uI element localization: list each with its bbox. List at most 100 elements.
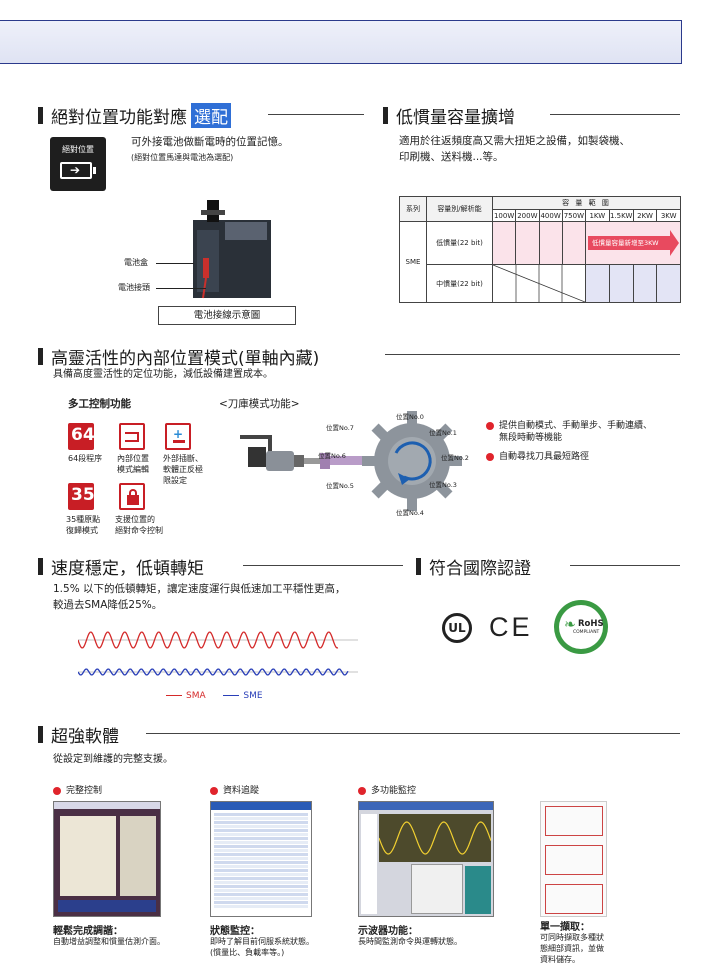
monitor-row [214, 869, 308, 872]
icon-label: 支援位置的 [115, 515, 155, 524]
monitor-row [214, 821, 308, 824]
inertia-desc-2: 印刷機、送料機...等。 [399, 151, 504, 163]
divider [385, 354, 680, 355]
monitor-row [214, 897, 308, 900]
software-head-3: 多功能監控 [358, 785, 416, 797]
th-series: 系列 [399, 196, 427, 222]
leaf-icon: ❧ [564, 617, 576, 633]
monitor-row [214, 829, 308, 832]
inertia-desc-1: 適用於往返頻度高又需大扭矩之設備，如製袋機、 [399, 135, 630, 147]
monitor-row [214, 865, 308, 868]
rohs-logo: ❧ RoHS COMPLIANT [554, 600, 608, 654]
icon-label: 絕對命令控制 [115, 526, 163, 535]
feature-bullet-1: 提供自動模式、手動單步、手動連續、無段時動等機能 [486, 420, 652, 444]
option-badge: 選配 [191, 103, 231, 128]
tuning-title: 輕鬆完成調諧： [53, 926, 123, 937]
scope-trace [379, 821, 491, 855]
divider [570, 565, 680, 566]
monitor-row [214, 881, 308, 884]
monitor-row [214, 889, 308, 892]
ce-logo: CE [489, 612, 533, 642]
monitor-desc-1: 即時了解目前伺服系統狀態。 [210, 937, 314, 946]
monitor-row [214, 837, 308, 840]
internal-desc: 具備高度靈活性的定位功能，減低設備建置成本。 [53, 369, 273, 380]
abs-note: (絕對位置馬達與電池為選配) [131, 153, 234, 162]
software-head-1: 完整控制 [53, 785, 102, 797]
expansion-arrow-cell: 低慣量容量新增至3KW [585, 221, 681, 265]
top-banner [0, 20, 682, 64]
th-capacity: 容量別/解析能 [426, 196, 493, 222]
row-low-inertia: 低慣量(22 bit) [426, 221, 493, 265]
divider [268, 114, 364, 115]
capacity-col: 1KW [585, 209, 610, 222]
expansion-arrow [588, 230, 679, 256]
caption-battery-diagram: 電池接線示意圖 [158, 306, 296, 325]
oscilloscope-screenshot [358, 801, 494, 917]
turret-diagram [240, 411, 462, 511]
monitor-row [214, 849, 308, 852]
capacity-col: 400W [538, 209, 563, 222]
section-title-absolute: 絕對位置功能對應選配 [38, 103, 231, 128]
icon-label: 軟體正反極 [163, 465, 203, 474]
monitor-row [214, 853, 308, 856]
cogging-waveform [78, 631, 358, 676]
icon-label: 內部位置 [117, 454, 149, 463]
capture-screenshot [540, 801, 607, 917]
speed-desc-2: 較過去SMA降低25%。 [53, 599, 163, 611]
pos-label-2: 位置No.2 [441, 454, 469, 462]
speed-desc-1: 1.5% 以下的低頓轉矩，讓定速度運行與低速加工平穩性更高， [53, 583, 346, 595]
monitor-row [214, 885, 308, 888]
monitor-row [214, 817, 308, 820]
homing-35-icon: 35 [68, 483, 95, 510]
monitor-row [214, 861, 308, 864]
th-range: 容 量 範 圍 [492, 196, 681, 210]
tuning-screenshot [53, 801, 161, 917]
monitor-row [214, 825, 308, 828]
capacity-col: 2KW [632, 209, 658, 222]
scope-desc: 長時間監測命令與運轉狀態。 [358, 937, 462, 946]
capacity-col: 100W [491, 209, 517, 222]
monitor-row [214, 813, 308, 816]
monitor-row [214, 845, 308, 848]
feature-bullet-2: 自動尋找刀具最短路徑 [486, 451, 589, 463]
monitor-row [214, 893, 308, 896]
icon-label: 64段程序 [68, 454, 103, 463]
capacity-col: 3KW [656, 209, 681, 222]
monitor-row [214, 901, 308, 904]
icon-label: 復歸模式 [66, 526, 98, 535]
scope-title: 示波器功能： [358, 926, 418, 937]
capture-desc-2: 態細部資訊，並做 [540, 944, 604, 953]
label-battery-box: 電池盒 [124, 258, 148, 267]
tuning-desc: 自動增益調整和慣量估測介面。 [53, 937, 165, 946]
icon-label: 外部插斷、 [163, 454, 203, 463]
position-edit-icon [119, 423, 145, 450]
divider [243, 565, 403, 566]
monitor-row [214, 841, 308, 844]
software-desc: 從設定到維護的完整支援。 [53, 754, 173, 765]
status-monitor-screenshot [210, 801, 312, 917]
icon-label: 模式編輯 [117, 465, 149, 474]
pos-label-4: 位置No.4 [396, 509, 424, 517]
capture-desc-3: 資料儲存。 [540, 955, 580, 964]
battery-icon: ➔ [60, 162, 96, 179]
capacity-col: 200W [515, 209, 540, 222]
monitor-row [214, 873, 308, 876]
program-64-icon: 64 [68, 423, 95, 450]
lock-icon [119, 483, 145, 510]
abs-desc: 可外接電池做斷電時的位置記憶。 [131, 136, 289, 148]
capture-title: 單一擷取： [540, 922, 590, 933]
section-title-internal: 高靈活性的內部位置模式(單軸內藏) [38, 344, 319, 369]
series-cell: SME [399, 221, 427, 303]
capacity-col: 750W [561, 209, 587, 222]
pos-label-1: 位置No.1 [429, 429, 457, 437]
leader-line [156, 263, 194, 264]
monitor-row [214, 877, 308, 880]
row-mid-inertia: 中慣量(22 bit) [426, 264, 493, 303]
monitor-row [214, 833, 308, 836]
capture-desc-1: 可同時擷取多種狀 [540, 933, 604, 942]
battery-badge: 絕對位置 ➔ [50, 137, 106, 191]
section-title-inertia: 低慣量容量擴增 [383, 103, 515, 128]
software-head-2: 資料追蹤 [210, 785, 259, 797]
section-title-cert: 符合國際認證 [416, 554, 531, 579]
